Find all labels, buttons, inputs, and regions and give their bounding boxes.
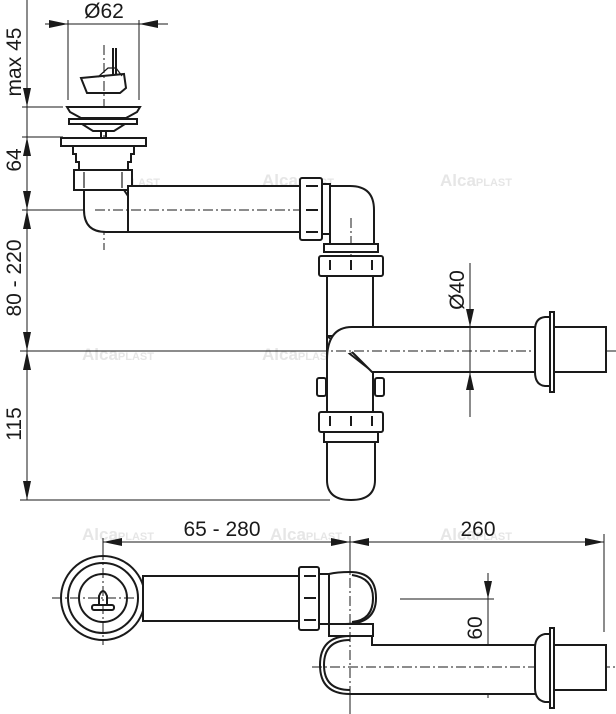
dim-trap-depth: 115: [3, 407, 26, 440]
outlet-diameter-dimension: Ø40: [446, 263, 474, 417]
plan-wall-outlet-flange: [534, 627, 607, 709]
svg-text:AlcaPLAST: AlcaPLAST: [440, 171, 512, 190]
drain-strainer: [60, 106, 147, 191]
trap-body: [300, 326, 616, 502]
plan-horizontal-tube: [142, 566, 330, 631]
vertical-dimension-chain: max 45 64 80 - 220 115: [3, 0, 330, 501]
slip-nut-horizontal: [299, 177, 331, 241]
wall-outlet-flange: [534, 311, 607, 393]
plan-trap: [312, 560, 616, 714]
dim-drain-height: 64: [3, 148, 26, 172]
dim-outlet-length: 260: [460, 518, 495, 541]
svg-text:AlcaPLAST: AlcaPLAST: [262, 345, 334, 364]
dim-plug-diameter: Ø62: [84, 0, 124, 23]
inlet-elbow: [83, 189, 129, 233]
dim-plug-lift: max 45: [3, 28, 26, 97]
svg-text:AlcaPLAST: AlcaPLAST: [440, 525, 512, 544]
svg-text:AlcaPLAST: AlcaPLAST: [82, 525, 154, 544]
plug-diameter-dimension: Ø62: [45, 0, 168, 100]
dim-outlet-offset: 60: [464, 616, 487, 639]
svg-text:AlcaPLAST: AlcaPLAST: [82, 345, 154, 364]
dim-adjustable-height: 80 - 220: [3, 239, 26, 316]
vertical-tube: [318, 243, 384, 337]
dim-outlet-diameter: Ø40: [446, 270, 469, 310]
dim-horizontal-range: 65 - 280: [183, 518, 260, 541]
